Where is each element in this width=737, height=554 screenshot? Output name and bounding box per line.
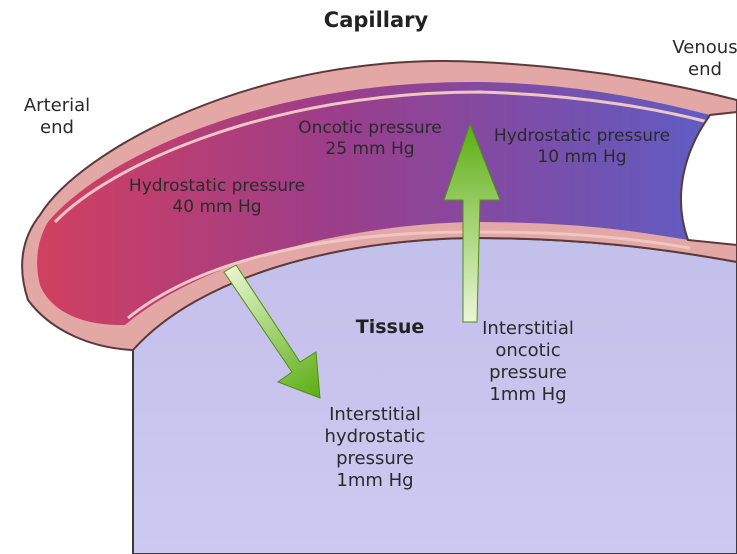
oncotic-pressure-label: Oncotic pressure 25 mm Hg (280, 118, 460, 159)
interstitial-oncotic-label: Interstitial oncotic pressure 1mm Hg (468, 318, 588, 406)
hydrostatic-arterial-label: Hydrostatic pressure 40 mm Hg (122, 176, 312, 217)
arterial-end-label: Arterial end (12, 95, 102, 139)
tissue-label: Tissue (345, 316, 435, 339)
interstitial-hydrostatic-label: Interstitial hydrostatic pressure 1mm Hg (310, 404, 440, 492)
hydrostatic-venous-label: Hydrostatic pressure 10 mm Hg (482, 126, 682, 167)
venous-end-label: Venous end (660, 37, 737, 81)
capillary-title: Capillary (296, 8, 456, 34)
